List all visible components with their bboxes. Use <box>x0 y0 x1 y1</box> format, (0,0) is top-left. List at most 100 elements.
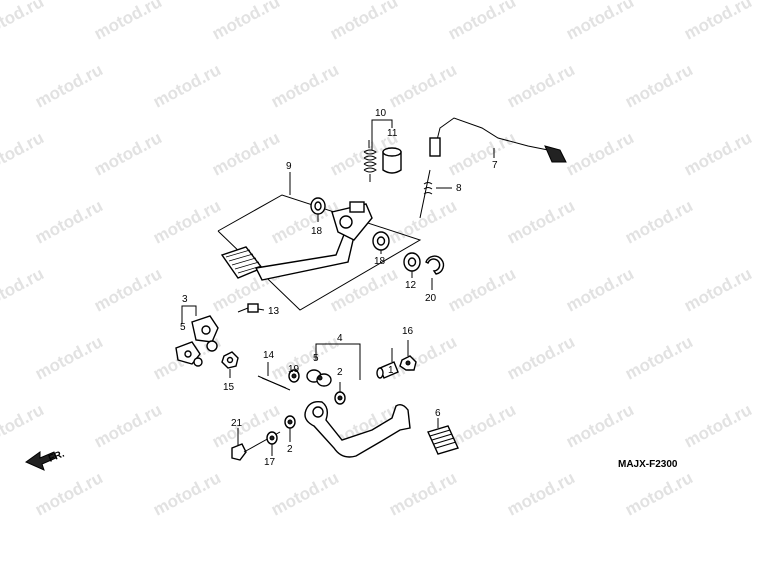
watermark-text: motod.ru <box>386 468 460 519</box>
nut-15 <box>221 351 239 378</box>
watermark-text: motod.ru <box>504 468 578 519</box>
snap-ring-20 <box>425 255 445 290</box>
joint-5b <box>306 369 332 387</box>
callout-5b: 5 <box>313 353 319 364</box>
brake-pedal-group <box>217 172 422 311</box>
group-outline-9 <box>217 194 422 311</box>
watermark-text: motod.ru <box>91 128 165 179</box>
brake-light-switch-group <box>429 117 567 163</box>
callouts: 1 2 2 3 4 5 5 6 7 8 9 10 11 12 13 14 15 … <box>180 108 498 468</box>
watermark-text: motod.ru <box>150 60 224 111</box>
watermark-text: motod.ru <box>32 196 106 247</box>
washer-17 <box>266 431 278 456</box>
watermark-text: motod.ru <box>563 264 637 315</box>
front-label: FR. <box>47 448 66 464</box>
watermark-text: motod.ru <box>504 60 578 111</box>
callout-20: 20 <box>425 293 437 304</box>
front-arrow: FR. <box>24 448 66 471</box>
switch-wire <box>433 117 549 153</box>
switch-connector <box>544 145 567 163</box>
callout-3: 3 <box>182 294 188 305</box>
adjuster-rod-14 <box>257 362 291 391</box>
watermark-text: motod.ru <box>268 332 342 383</box>
watermark-text: motod.ru <box>209 128 283 179</box>
watermark-text: motod.ru <box>0 0 47 44</box>
callout-12: 12 <box>405 280 417 291</box>
watermark-text: motod.ru <box>327 0 401 44</box>
watermark-text: motod.ru <box>563 0 637 44</box>
joint-group-3 <box>175 305 219 367</box>
watermark-text: motod.ru <box>150 468 224 519</box>
watermark-text: motod.ru <box>268 196 342 247</box>
watermark-text: motod.ru <box>563 128 637 179</box>
watermark-text: motod.ru <box>32 60 106 111</box>
brake-arm <box>304 400 411 458</box>
washer-2a <box>334 382 346 405</box>
watermark-text: motod.ru <box>268 468 342 519</box>
washer-19 <box>288 369 300 383</box>
callout-6: 6 <box>435 408 441 419</box>
dust-seal-18a <box>310 197 326 222</box>
leader-4 <box>315 343 361 380</box>
watermark-text: motod.ru <box>91 264 165 315</box>
pivot-hole <box>339 215 353 229</box>
watermark-text: motod.ru <box>445 264 519 315</box>
callout-1: 1 <box>388 365 394 376</box>
watermark-text: motod.ru <box>327 264 401 315</box>
watermark-text: motod.ru <box>91 0 165 44</box>
callout-16: 16 <box>402 326 414 337</box>
watermark-text: motod.ru <box>209 0 283 44</box>
watermark-text: motod.ru <box>32 332 106 383</box>
nut-16 <box>399 340 417 371</box>
callout-11: 11 <box>387 128 398 139</box>
watermark-text: motod.ru <box>445 128 519 179</box>
callout-14: 14 <box>263 350 275 361</box>
bolt-13 <box>237 303 265 313</box>
callout-2b: 2 <box>287 444 293 455</box>
brake-arm-hole <box>312 406 324 418</box>
leader-3 <box>181 305 197 324</box>
spring-collar <box>382 147 402 174</box>
brake-pedal-arm <box>254 231 355 281</box>
leader-10-11 <box>371 119 393 150</box>
watermark-text: motod.ru <box>32 468 106 519</box>
watermark-text: motod.ru <box>681 0 755 44</box>
watermark-text: motod.ru <box>622 332 696 383</box>
watermark-text: motod.ru <box>0 400 47 451</box>
watermark-text: motod.ru <box>0 128 47 179</box>
washer-2b <box>284 415 296 442</box>
callout-5a: 5 <box>180 322 186 333</box>
callout-13: 13 <box>268 306 280 317</box>
return-spring <box>363 140 377 182</box>
watermark-text: motod.ru <box>386 60 460 111</box>
diagram-code: MAJX-F2300 <box>618 459 678 470</box>
watermark-text: motod.ru <box>622 60 696 111</box>
callout-8: 8 <box>456 183 462 194</box>
callout-17: 17 <box>264 457 276 468</box>
return-spring-group <box>363 119 402 182</box>
callout-15: 15 <box>223 382 235 393</box>
pedal-spring-hook <box>349 201 365 213</box>
callout-18a: 18 <box>311 226 323 237</box>
callout-4: 4 <box>337 333 343 344</box>
callout-18b: 18 <box>374 256 386 267</box>
callout-21: 21 <box>231 418 243 429</box>
switch-spring <box>419 169 452 219</box>
watermark-text: motod.ru <box>445 0 519 44</box>
watermark-text: motod.ru <box>504 196 578 247</box>
joint-pin <box>206 340 218 352</box>
watermark-text: motod.ru <box>268 60 342 111</box>
watermark-text: motod.ru <box>681 128 755 179</box>
pin-1 <box>376 348 399 379</box>
callout-10: 10 <box>375 108 387 119</box>
switch-body <box>429 137 441 157</box>
washer-12 <box>403 252 421 278</box>
watermark-text: motod.ru <box>150 196 224 247</box>
watermark-text: motod.ru <box>622 196 696 247</box>
watermark-text: motod.ru <box>681 264 755 315</box>
brake-arm-group-4 <box>304 343 411 458</box>
watermark-text: motod.ru <box>681 400 755 451</box>
watermark-text: motod.ru <box>0 264 47 315</box>
